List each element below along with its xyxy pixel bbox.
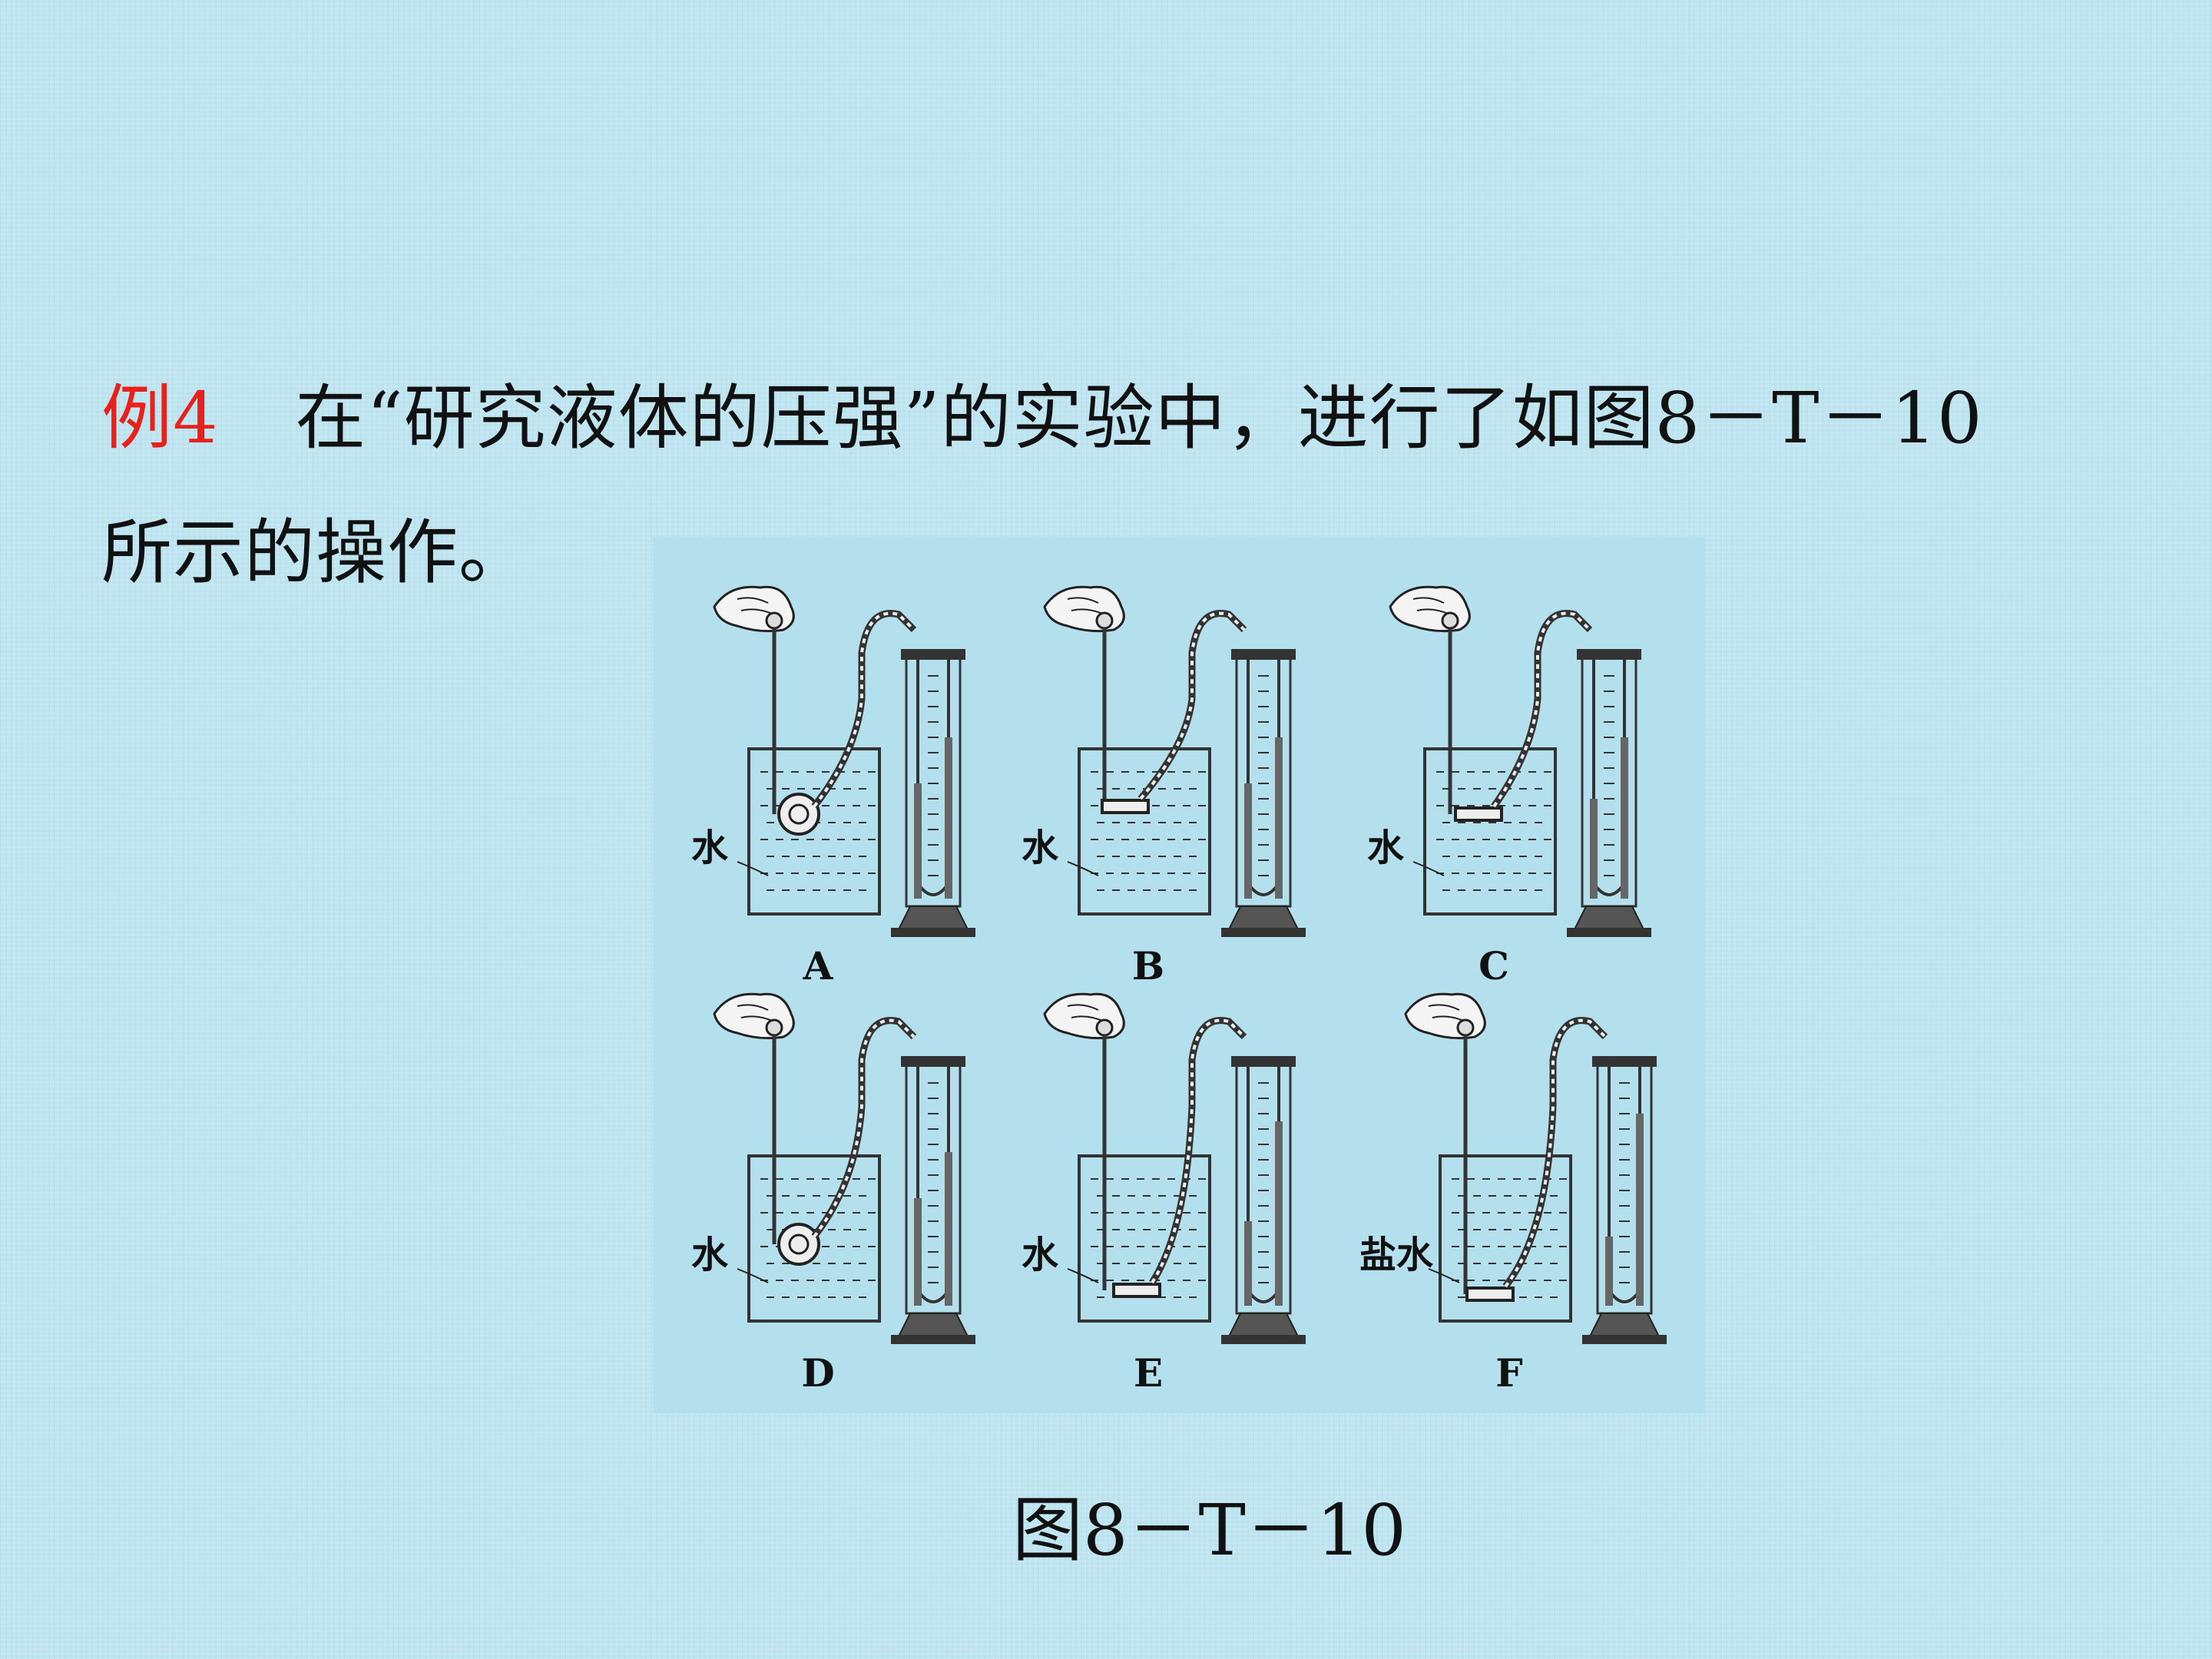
manometer-liquid-left — [1605, 1237, 1613, 1306]
apparatus-panel-b: 水B — [1022, 585, 1306, 988]
liquid-label: 水 — [691, 826, 729, 869]
manometer-liquid-right — [1621, 737, 1628, 899]
knob-icon — [1456, 1018, 1475, 1037]
panel-letter: C — [1479, 943, 1509, 988]
question-text-2: 所示的操作。 — [101, 512, 531, 594]
question-line-2: 所示的操作。 — [101, 495, 530, 598]
panel-letter: F — [1495, 1350, 1523, 1396]
liquid-label: 盐水 — [1359, 1233, 1434, 1277]
beaker — [1439, 1154, 1572, 1323]
manometer-base — [1588, 1313, 1661, 1337]
beaker — [1078, 1154, 1211, 1323]
apparatus-panel-f: 盐水 F — [1359, 992, 1667, 1396]
knob-icon — [1441, 611, 1459, 630]
question-line-1: 例4 在“研究液体的压强”的实验中，进行了如图8－T－10 — [101, 361, 1983, 463]
apparatus-panel-c: 水C — [1367, 585, 1651, 988]
manometer-base — [1573, 906, 1645, 930]
liquid-label: 水 — [691, 1233, 729, 1277]
manometer-base — [1227, 1313, 1300, 1337]
manometer-liquid-right — [1636, 1114, 1644, 1306]
manometer-liquid-left — [914, 1198, 922, 1306]
manometer-liquid-left — [1244, 783, 1252, 899]
panel-letter: E — [1134, 1350, 1163, 1396]
panel-letter: B — [1132, 943, 1164, 988]
manometer-liquid-right — [1275, 1121, 1283, 1306]
figure-caption: 图8－T－10 — [1012, 1489, 1406, 1571]
beaker — [747, 1154, 881, 1323]
panel-letter: A — [803, 943, 834, 988]
knob-icon — [765, 611, 783, 630]
manometer-base — [1227, 906, 1300, 930]
liquid-label: 水 — [1367, 826, 1405, 869]
manometer-liquid-left — [914, 783, 922, 899]
liquid-label: 水 — [1022, 1233, 1059, 1277]
probe-head-icon — [777, 793, 820, 836]
probe-head-icon — [1465, 1286, 1515, 1302]
apparatus-panel-e: 水E — [1022, 992, 1306, 1396]
example-label: 例4 — [101, 377, 219, 459]
apparatus-panel-a: 水A — [691, 585, 975, 988]
manometer-liquid-right — [945, 1152, 952, 1306]
liquid-label: 水 — [1022, 826, 1059, 869]
question-text-1: 在“研究液体的压强”的实验中，进行了如图8－T－10 — [295, 377, 1983, 459]
manometer-liquid-left — [1244, 1221, 1252, 1306]
manometer-liquid-right — [945, 737, 952, 899]
probe-head-icon — [1112, 1283, 1161, 1298]
probe-head-icon — [777, 1223, 820, 1266]
knob-icon — [1095, 611, 1114, 630]
manometer-liquid-right — [1275, 737, 1283, 899]
apparatus-panel-d: 水D — [691, 992, 975, 1396]
probe-head-icon — [1454, 806, 1503, 822]
manometer-liquid-left — [1590, 799, 1598, 899]
beaker — [1423, 747, 1557, 916]
probe-head-icon — [1101, 799, 1150, 814]
knob-icon — [1095, 1018, 1114, 1037]
beaker — [747, 747, 881, 916]
beaker — [1078, 747, 1211, 916]
manometer-base — [897, 1313, 969, 1337]
manometer-base — [897, 906, 969, 930]
knob-icon — [765, 1018, 783, 1037]
panel-letter: D — [801, 1350, 834, 1396]
